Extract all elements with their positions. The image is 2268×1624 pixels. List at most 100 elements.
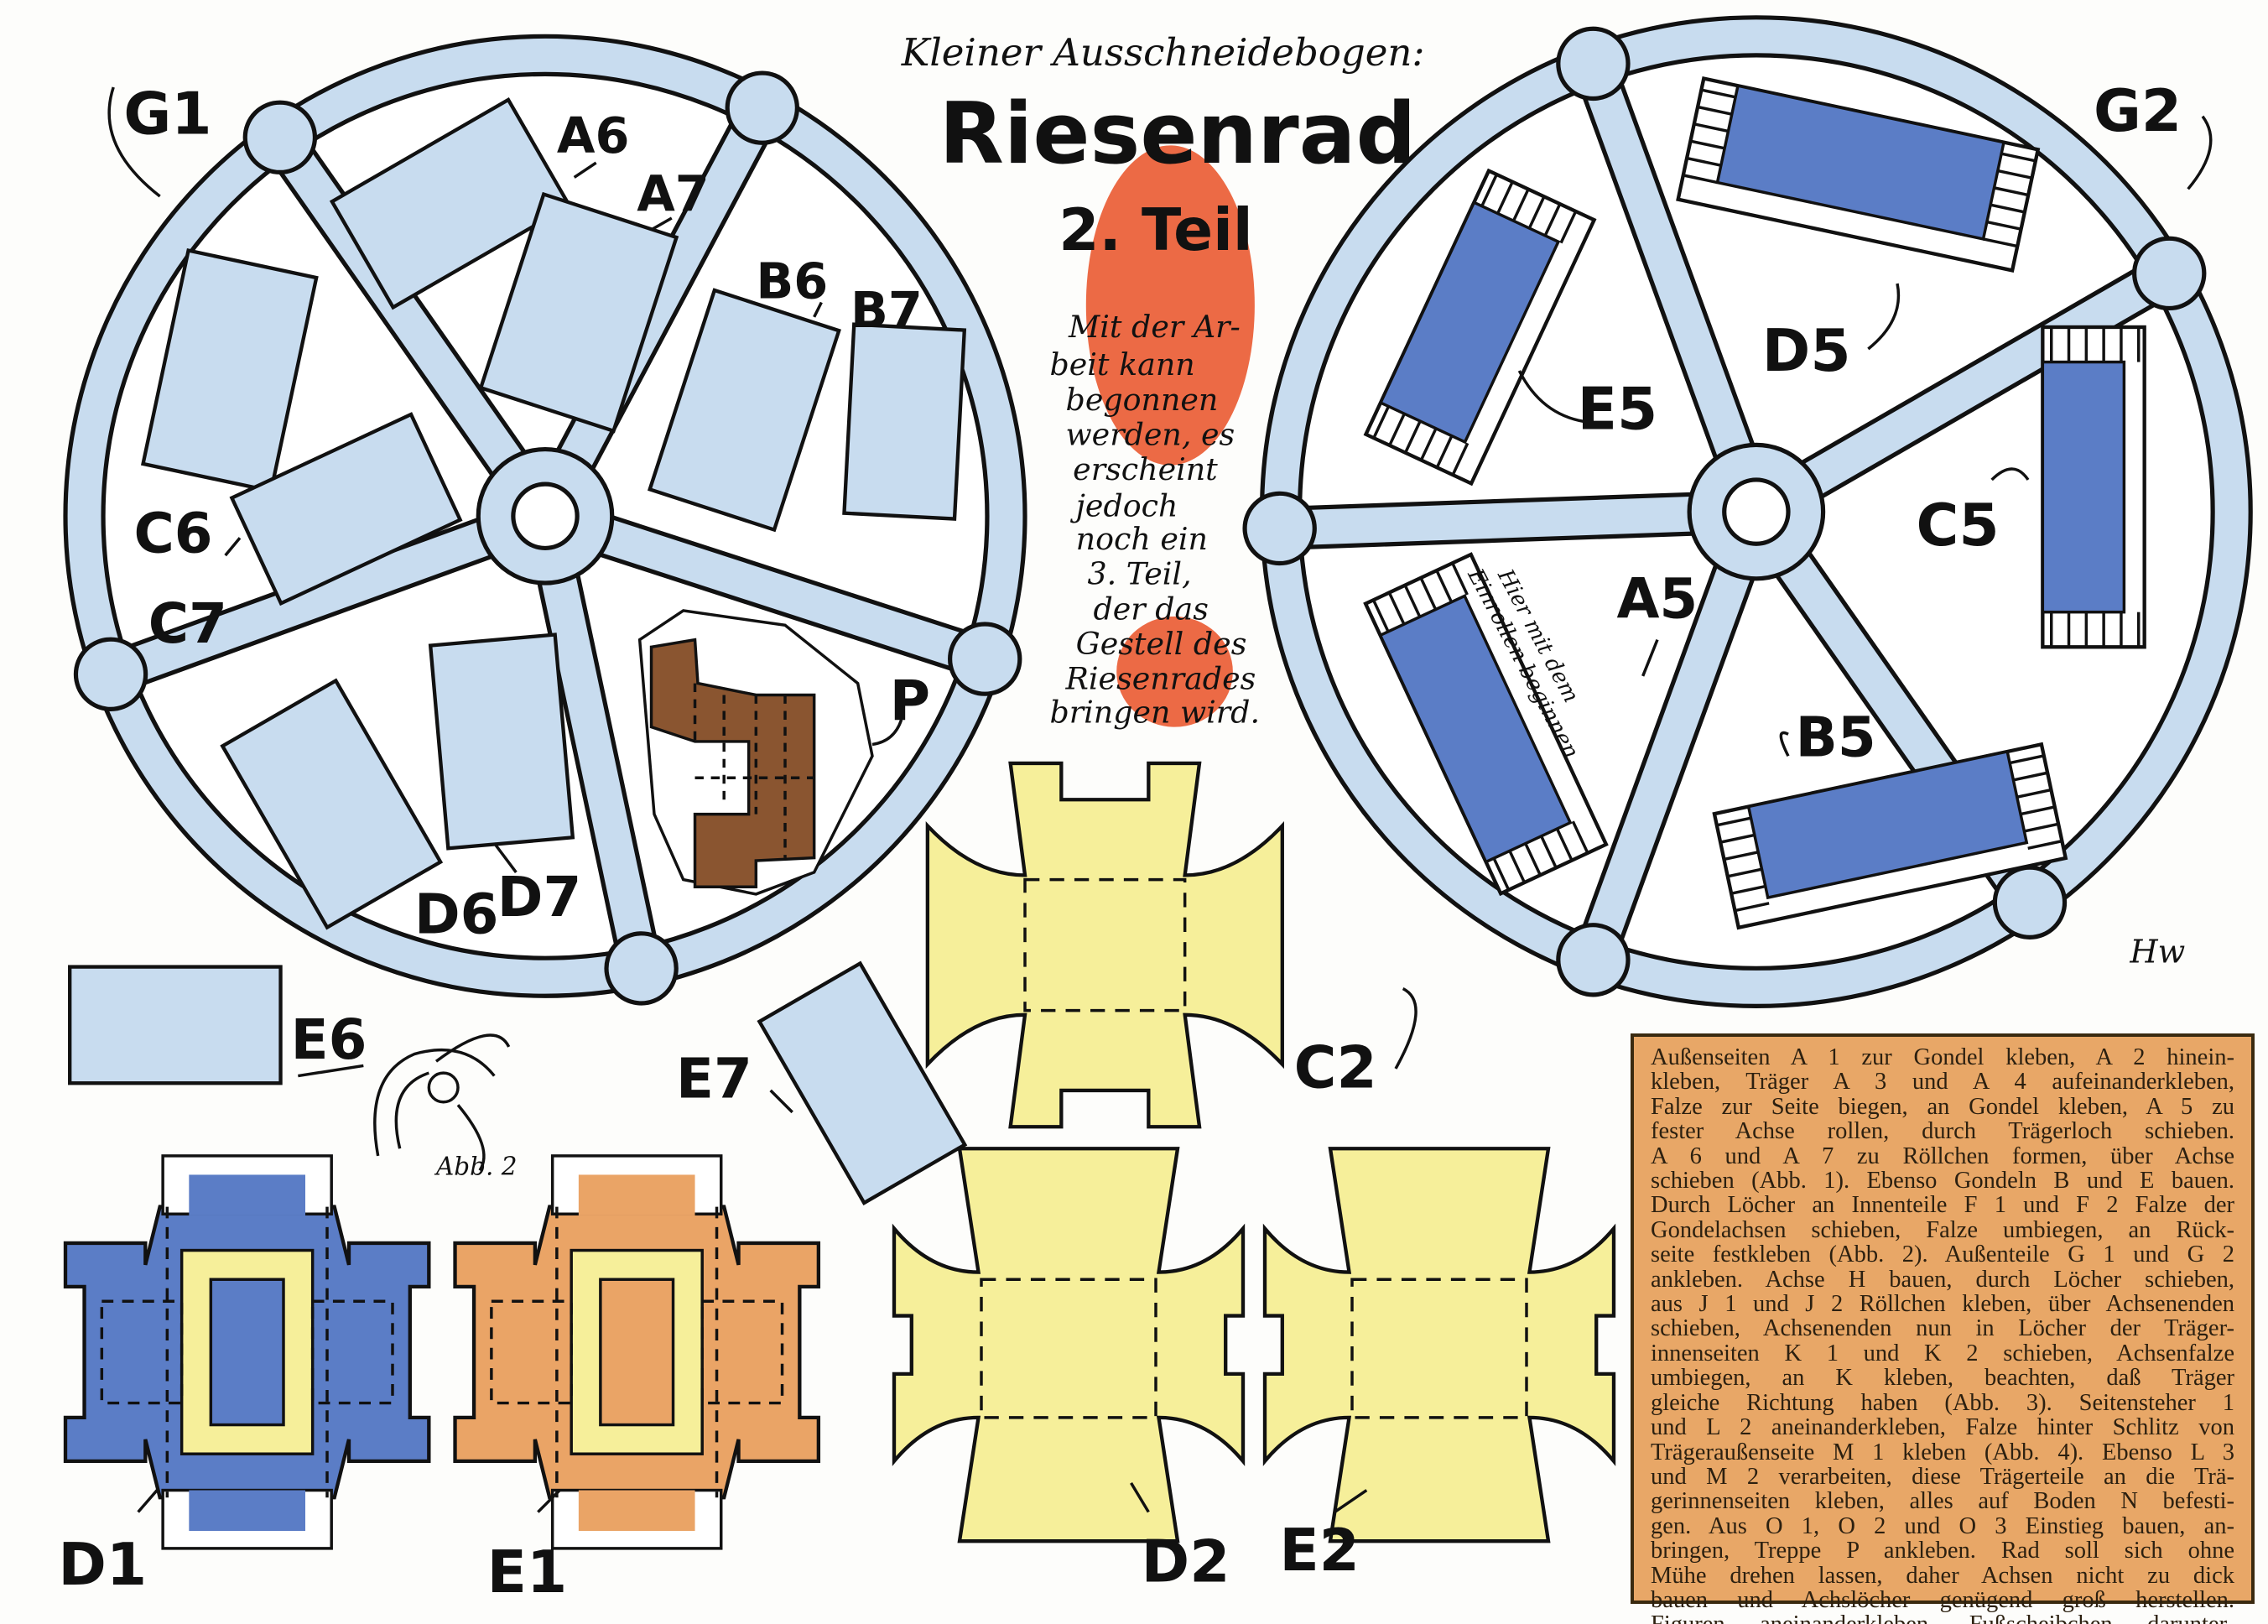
label-a7: A7 — [637, 164, 710, 222]
note-line: 3. Teil, — [1088, 556, 1192, 592]
part-e6 — [68, 965, 283, 1085]
instruction-line: Falze zur Seite biegen, an Gondel kleben… — [1651, 1093, 2234, 1120]
note-line: beit kann — [1049, 346, 1194, 383]
net-e1 — [453, 1154, 821, 1550]
instruction-box: Außenseiten A 1 zur Gondel kleben, A 2 h… — [1631, 1033, 2255, 1624]
sheet-subtitle: Kleiner Ausschneidebogen: — [901, 30, 1425, 75]
label-a6: A6 — [557, 107, 630, 164]
pointer-arrows — [107, 86, 2213, 1513]
sheet-title: Riesenrad — [939, 85, 1417, 183]
instruction-line: Mühe drehen lassen, daher Achsen nicht z… — [1651, 1562, 2234, 1589]
strip-hatch — [2020, 805, 2056, 816]
instruction-line: bringen, Treppe P ankleben. Rad soll sic… — [1651, 1538, 2234, 1564]
instruction-line: Durch Löcher an Innenteile F 1 und F 2 F… — [1651, 1192, 2234, 1219]
strip-blue — [1715, 84, 2006, 241]
label-e1: E1 — [487, 1539, 568, 1606]
instruction-line: Figuren aneinanderkleben, Fußscheibchen … — [1651, 1612, 2234, 1624]
instruction-line: ankleben. Achse H bauen, durch Löcher sc… — [1651, 1266, 2234, 1293]
instruction-line: und M 2 verarbeiten, diese Trägerteile a… — [1651, 1463, 2234, 1490]
instruction-line: schieben, Achsenenden nun in Löcher der … — [1651, 1315, 2234, 1342]
strip-hatch — [2000, 152, 2037, 163]
strip-hatch — [1435, 570, 1454, 603]
strip-hatch — [1496, 181, 1514, 215]
part-d2 — [894, 1148, 1243, 1541]
strip-hatch — [2009, 754, 2045, 765]
net-fold — [310, 1299, 394, 1405]
rim-node-fill — [611, 938, 673, 999]
instruction-line: seite festkleben (Abb. 2). Außenteile G … — [1651, 1241, 2234, 1268]
part-c2 — [928, 763, 1282, 1127]
abb2-sketch — [373, 1033, 511, 1172]
strip-hatch — [1388, 413, 1406, 446]
strip-hatch — [1372, 405, 1391, 439]
spoke — [528, 512, 655, 956]
strip-hatch — [1524, 842, 1542, 876]
net-window — [599, 1278, 675, 1427]
part-c6-top — [140, 248, 319, 493]
strip-hatch — [1419, 577, 1438, 611]
net-bottom-fill — [189, 1490, 305, 1532]
strip-hatch — [1511, 188, 1530, 221]
gondola-strip — [1363, 168, 1597, 487]
rim-node-fill — [249, 107, 311, 169]
instruction-line: Trägeraußenseite M 1 kleben (Abb. 4). Eb… — [1651, 1439, 2234, 1465]
note-line: Riesenrades — [1065, 661, 1256, 697]
net-bottom-fill — [578, 1490, 695, 1532]
net-fold — [490, 1299, 573, 1405]
instruction-line: innenseiten K 1 und K 2 schieben, Achsen… — [1651, 1340, 2234, 1366]
red-exclamation-blob — [1085, 145, 1255, 466]
strip-hatch — [2016, 788, 2052, 799]
strip-hatch — [2013, 771, 2048, 782]
label-d7: D7 — [497, 865, 582, 929]
label-b7: B7 — [850, 281, 923, 339]
net-top-fill — [189, 1174, 305, 1215]
instruction-line: gen. Aus O 1, O 2 und O 3 Einstieg bauen… — [1651, 1512, 2234, 1539]
strip-hatch — [1435, 435, 1454, 469]
spoke — [274, 140, 560, 527]
rim-node-fill — [1563, 929, 1624, 991]
label-d6: D6 — [414, 882, 499, 947]
strip-hatch — [1701, 88, 1736, 99]
strip-hatch — [1540, 835, 1558, 869]
strip-blue — [1378, 200, 1561, 445]
note-line: Mit der Ar- — [1068, 309, 1241, 345]
strip-hatch — [1559, 211, 1578, 244]
instruction-line: umbiegen, an K kleben, beachten, daß Trä… — [1651, 1365, 2234, 1392]
gondola-strip — [1712, 742, 2068, 930]
gondola-strip — [1363, 552, 1609, 897]
part-a7 — [478, 191, 679, 434]
rim-node-fill — [80, 643, 142, 705]
strip-hatch — [1403, 420, 1422, 454]
spoke — [1582, 73, 1773, 518]
note-line: werden, es — [1066, 416, 1235, 452]
part-b6 — [647, 288, 841, 533]
gondola-nets — [63, 1154, 821, 1550]
strip-hatch — [1693, 122, 1729, 133]
note-line: noch ein — [1076, 521, 1208, 557]
strip-hatch — [1697, 105, 1733, 116]
strip-hatch — [1724, 851, 1759, 861]
note-line: Gestell des — [1076, 626, 1247, 662]
strip-hatch — [2024, 822, 2059, 833]
strip-hatch — [1716, 816, 1751, 827]
strip-hatch — [1686, 156, 1722, 167]
strip-hatch — [1983, 237, 2018, 248]
label-g1: G1 — [123, 81, 211, 148]
rim-node-fill — [1563, 33, 1624, 95]
instruction-line: gleiche Richtung haben (Abb. 3). Seitens… — [1651, 1389, 2234, 1416]
axle-hole — [1722, 477, 1791, 546]
strip-hatch — [1555, 828, 1574, 861]
rim-node-fill — [731, 77, 793, 139]
label-c5: C5 — [1917, 492, 2000, 560]
part-e2 — [1265, 1148, 1614, 1541]
instruction-line: gerinnenseiten kleben, alles auf Boden N… — [1651, 1488, 2234, 1515]
part-d6 — [220, 678, 444, 930]
rim-node-fill — [2138, 242, 2200, 304]
label-e6: E6 — [291, 1007, 367, 1072]
strip-hatch — [1419, 428, 1438, 461]
spoke — [1296, 494, 1757, 546]
strip-hatch — [1719, 833, 1756, 844]
g1-parts — [68, 96, 968, 1205]
label-e5: E5 — [1578, 376, 1658, 443]
